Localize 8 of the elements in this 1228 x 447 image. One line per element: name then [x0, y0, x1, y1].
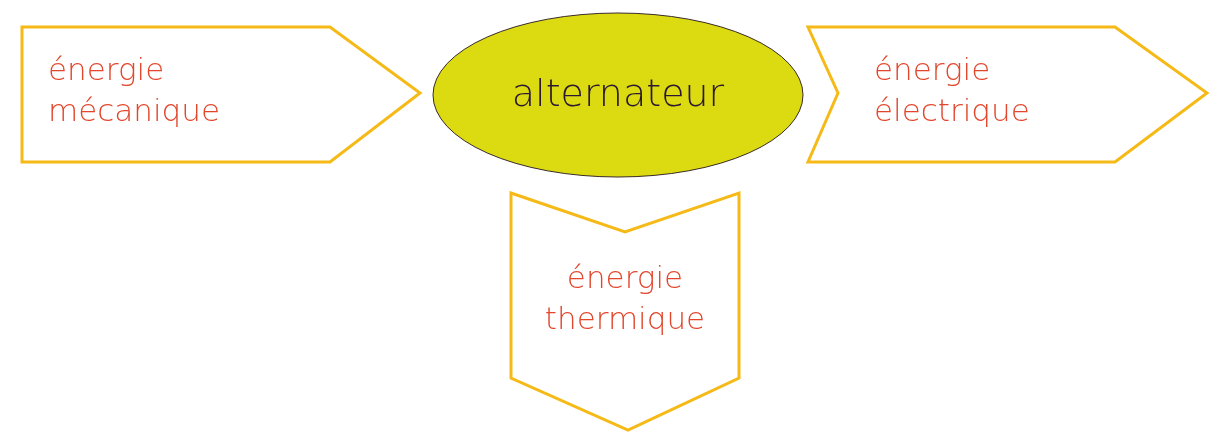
node-label: énergie électrique: [874, 50, 1031, 130]
arrow-shaped-box: [806, 25, 1210, 165]
ellipse-node: [432, 12, 804, 178]
arrow-shaped-box: [20, 25, 422, 165]
node-label: énergie mécanique: [48, 50, 221, 130]
arrow-shaped-box: [509, 191, 741, 433]
node-label: énergie thermique: [543, 258, 707, 338]
node-label: alternateur: [510, 70, 726, 117]
